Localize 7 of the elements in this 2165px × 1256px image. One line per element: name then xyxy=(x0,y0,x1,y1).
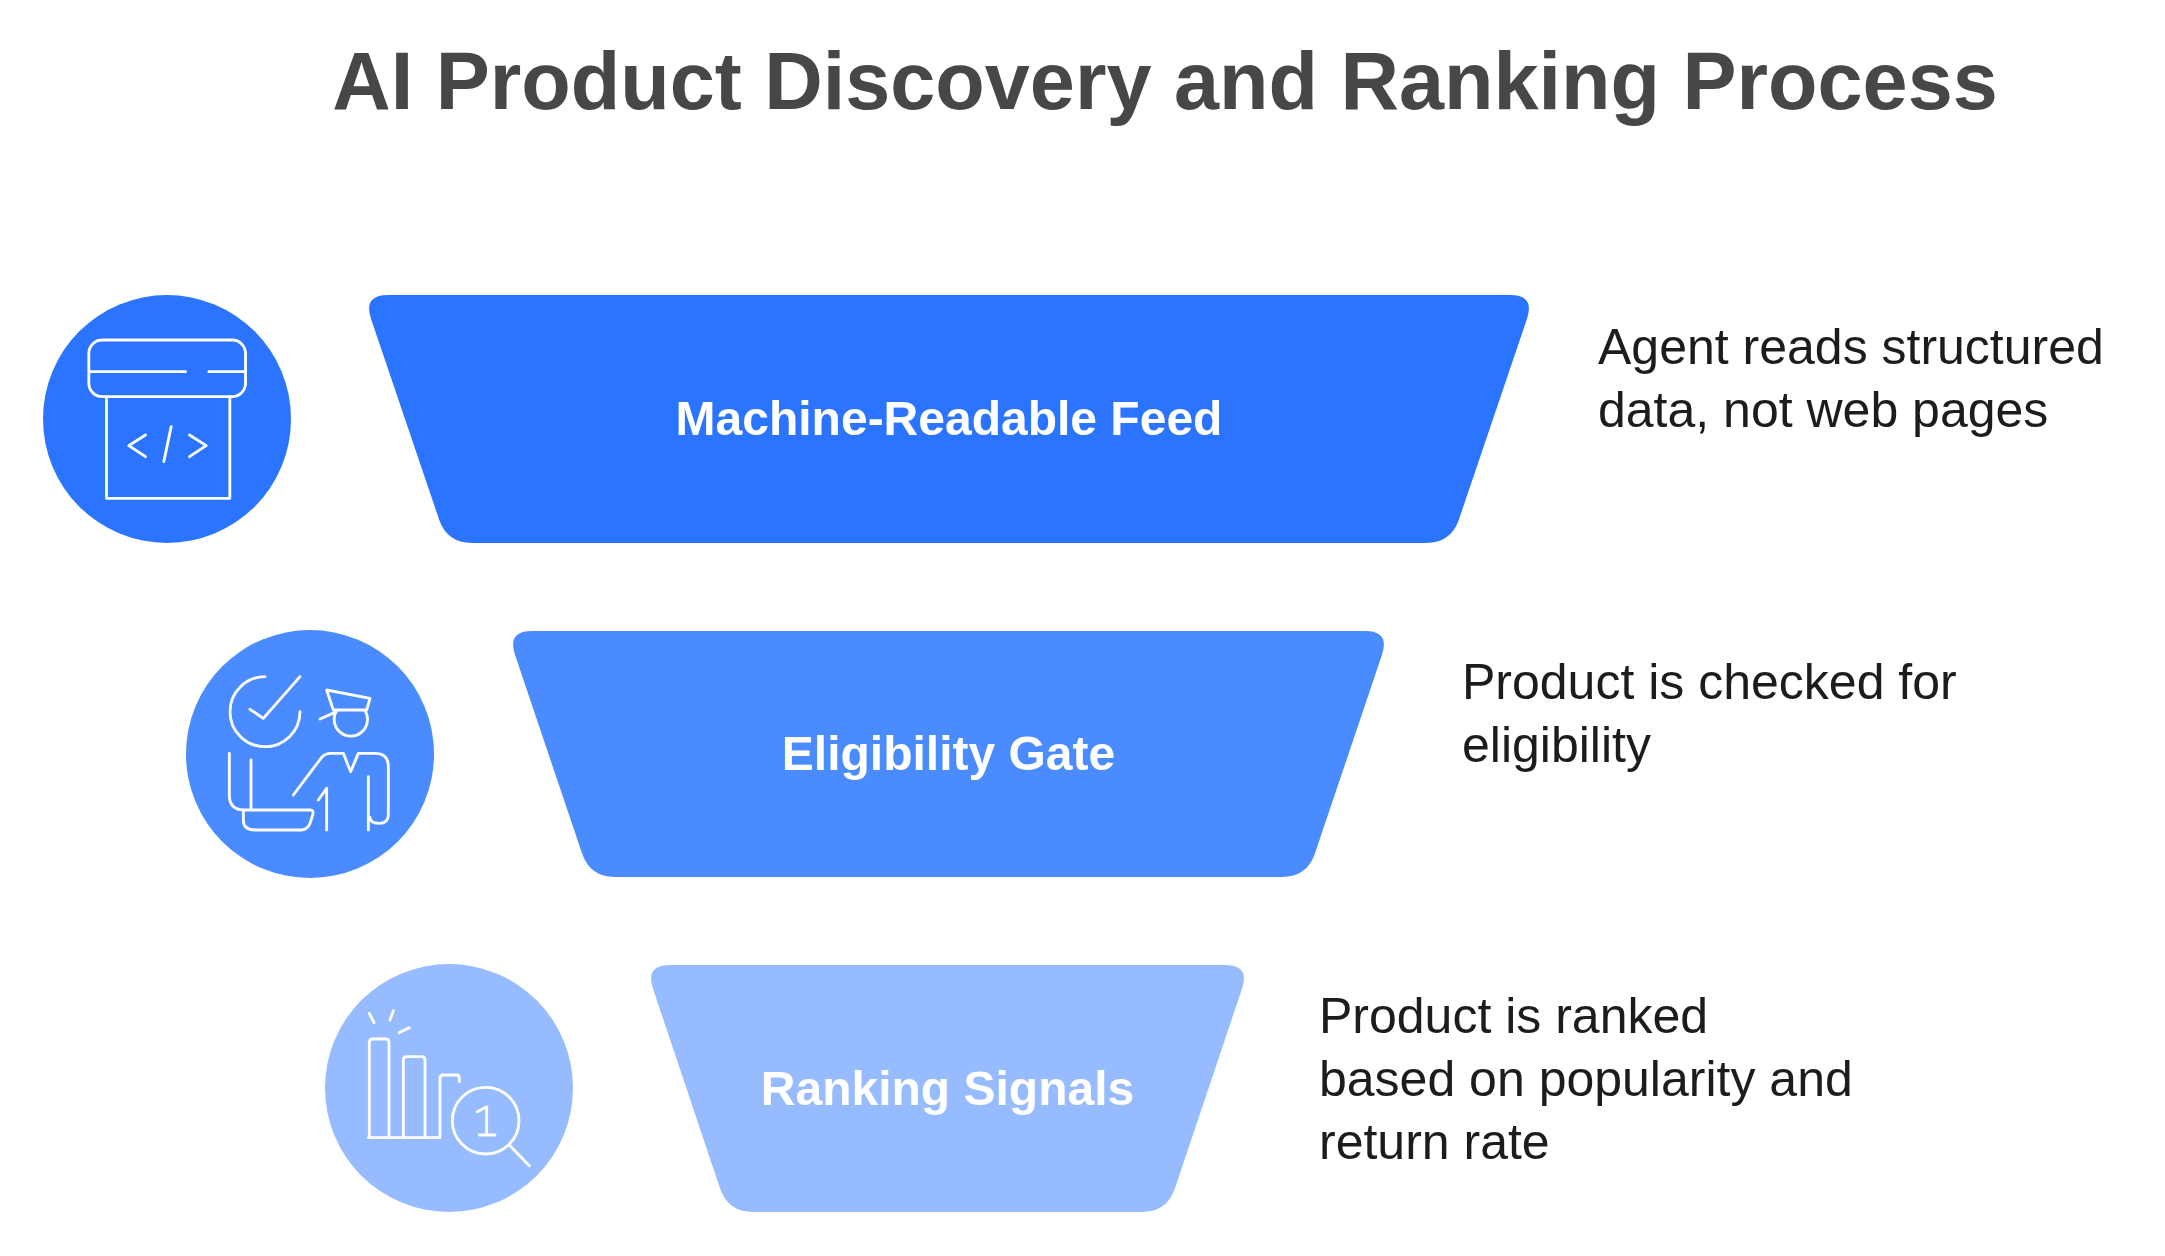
description-text: Agent reads structured data, not web pages xyxy=(1598,318,2105,440)
description-text: Product is ranked based on popularity and return rate xyxy=(1319,987,1854,1172)
description-text: Product is checked for eligibility xyxy=(1462,653,1958,775)
stage-label: Eligibility Gate xyxy=(781,726,1116,782)
diagram-title: AI Product Discovery and Ranking Process xyxy=(332,35,1998,128)
stage-label: Machine-Readable Feed xyxy=(675,391,1223,447)
stage-label: Ranking Signals xyxy=(760,1060,1135,1117)
